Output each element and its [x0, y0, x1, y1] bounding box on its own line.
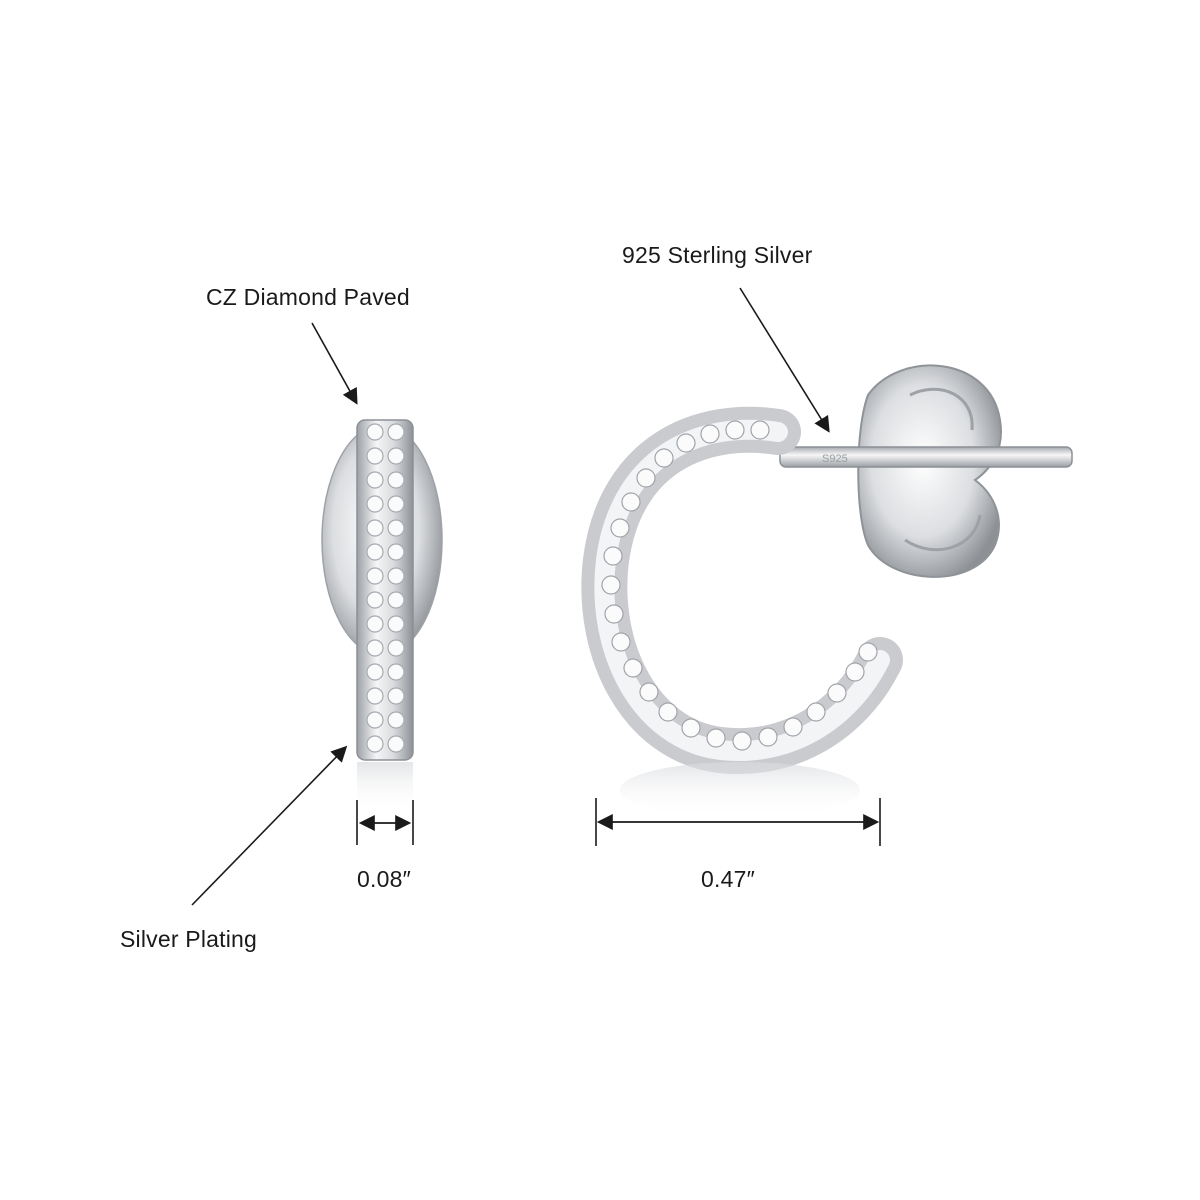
- dimension-diameter: [595, 798, 881, 846]
- reflection-side: [357, 762, 413, 812]
- arrow-sterling-silver: [739, 287, 830, 433]
- sterling-silver-label: 925 Sterling Silver: [622, 242, 813, 268]
- cz-stones-hoop: [601, 420, 878, 751]
- post: [779, 446, 1073, 468]
- arrow-silver-plating: [191, 745, 348, 906]
- cz-stones-column: [366, 423, 405, 753]
- cz-diamond-paved-label: CZ Diamond Paved: [206, 284, 410, 310]
- butterfly-back-front: [857, 364, 1002, 578]
- dimension-width: [356, 800, 414, 845]
- width-dimension-label: 0.08″: [357, 866, 411, 892]
- arrow-cz-diamond: [311, 322, 358, 405]
- earring-front-view: S925: [581, 364, 1073, 818]
- diameter-dimension-label: 0.47″: [701, 866, 755, 892]
- reflection-front: [620, 762, 860, 818]
- earring-side-view: [321, 419, 443, 812]
- silver-plating-label: Silver Plating: [120, 926, 258, 952]
- s925-stamp: S925: [822, 453, 848, 465]
- pave-band: [356, 419, 414, 761]
